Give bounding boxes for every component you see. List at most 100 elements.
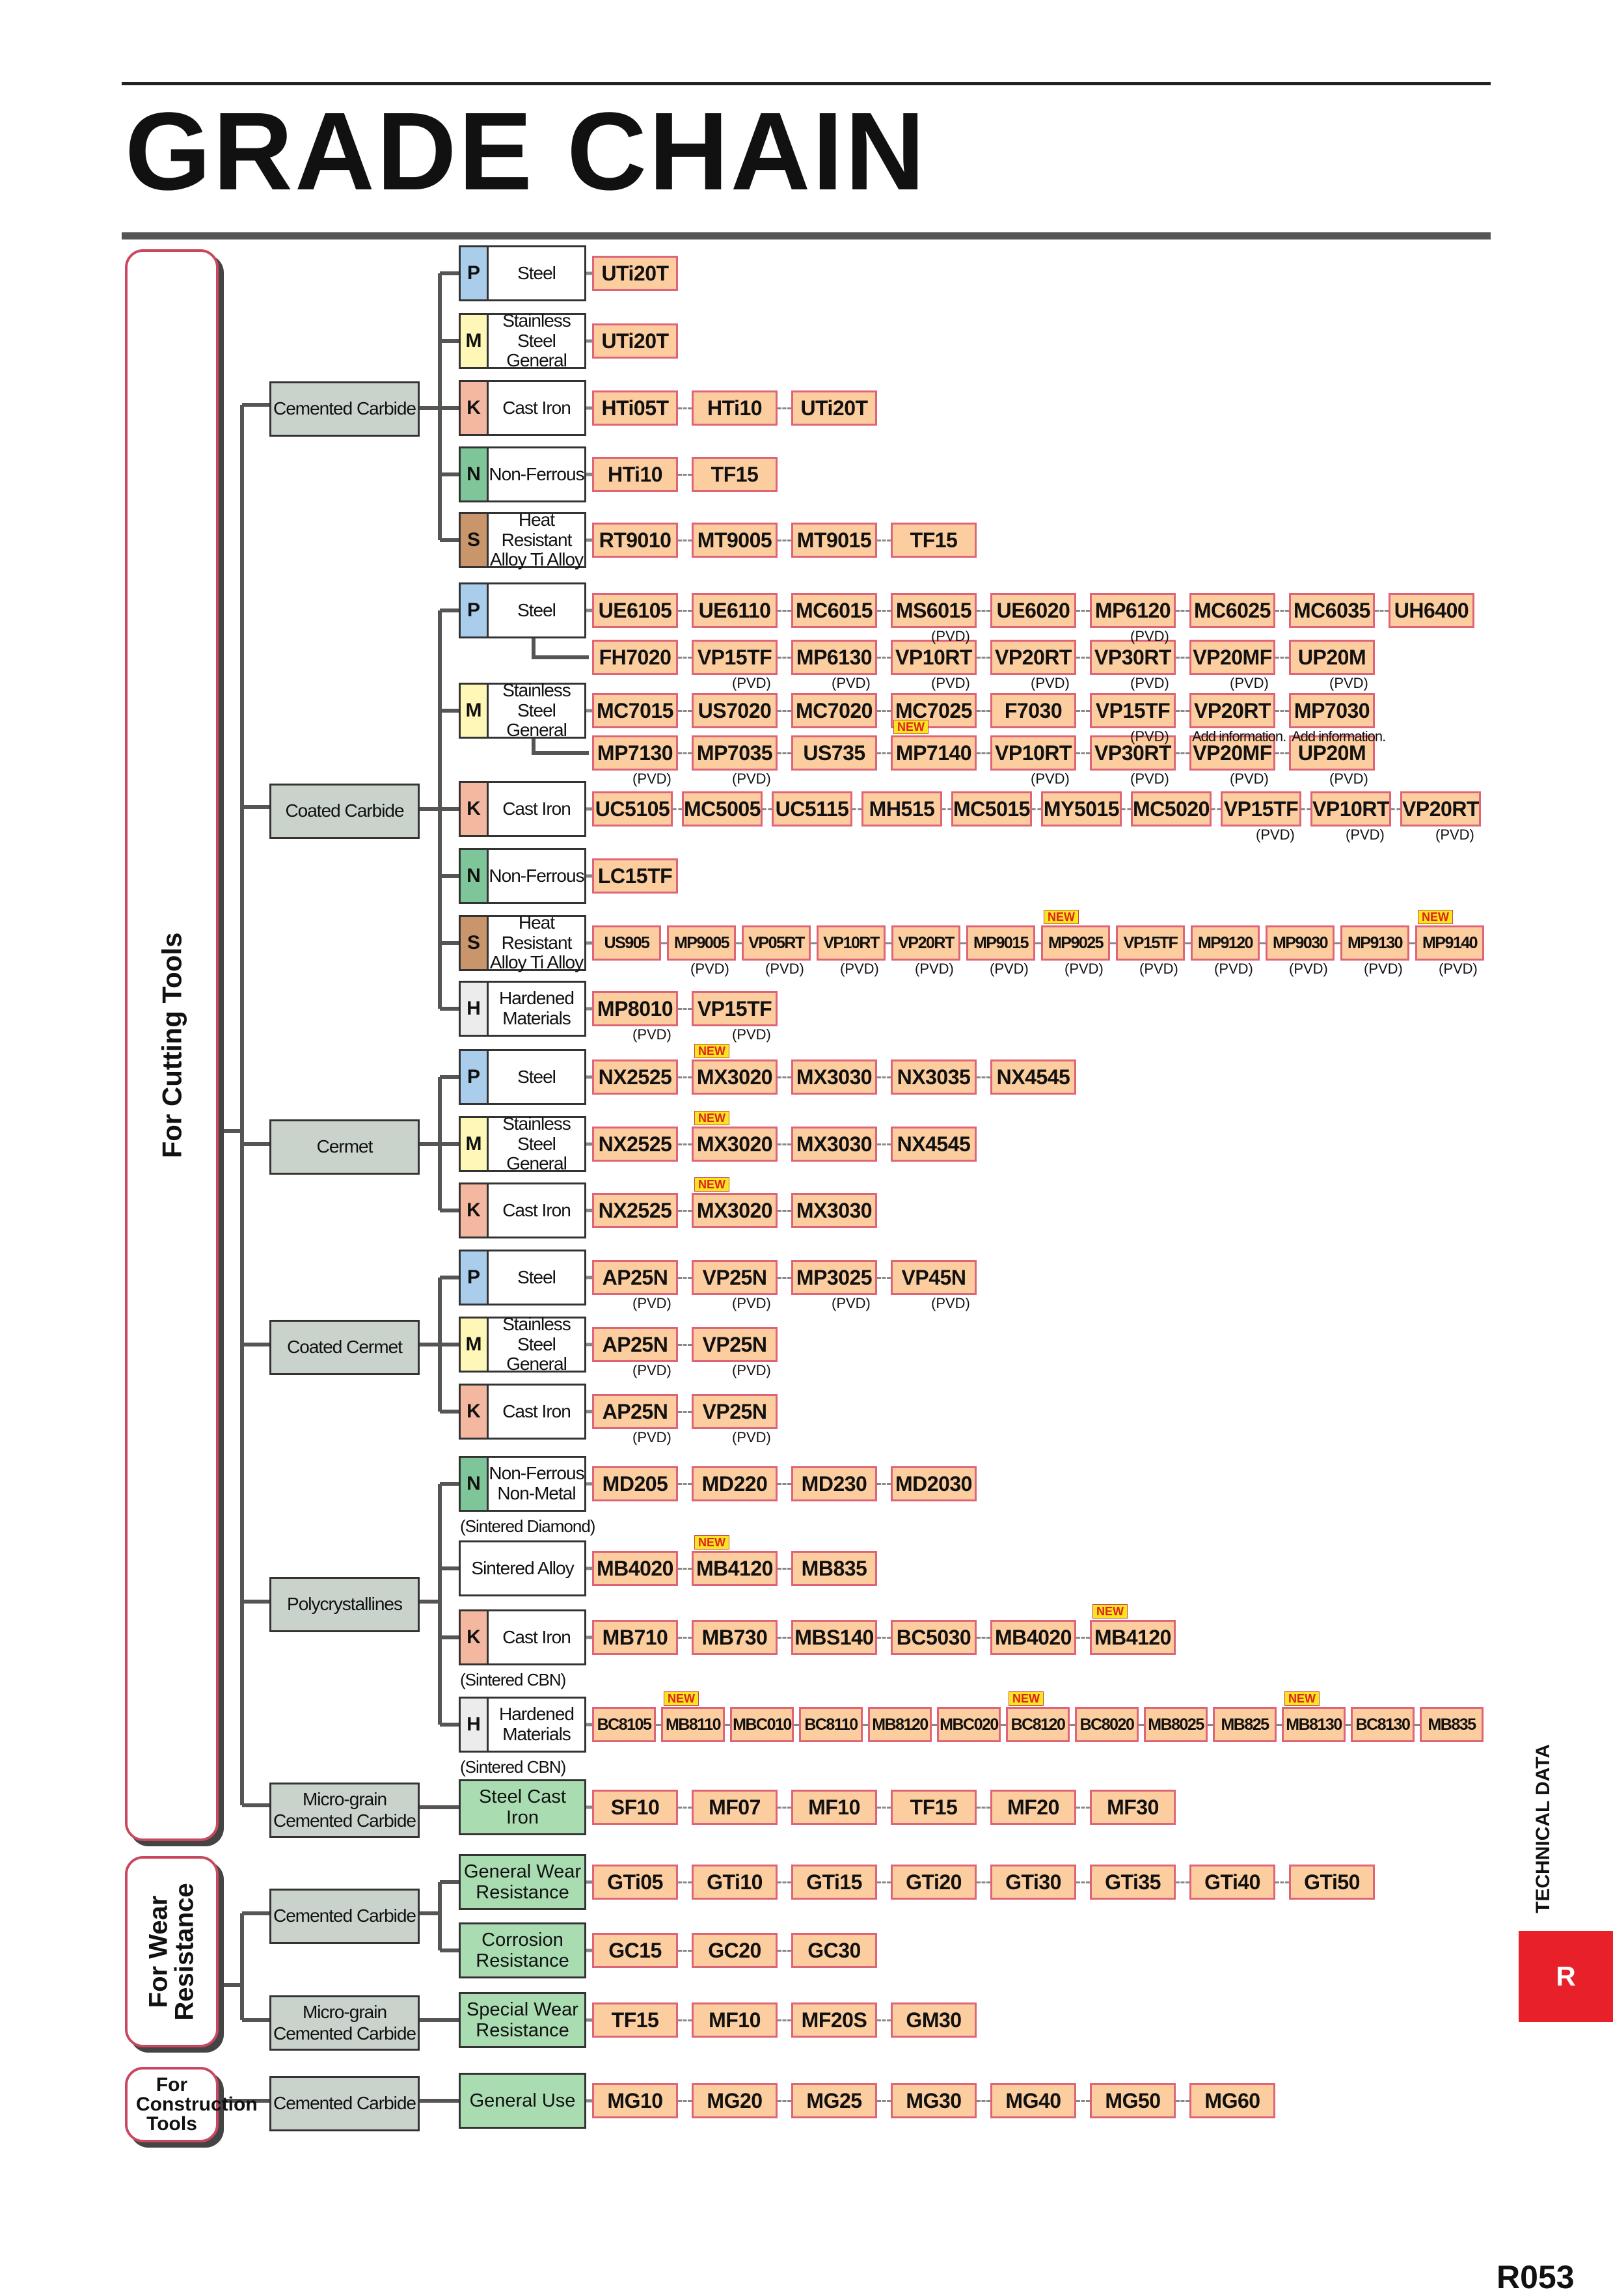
material-label-pc-n: Non-Ferrous Non-Metal [489,1463,584,1503]
grade-dash [1139,1724,1144,1728]
grade-box: VP20MF [1189,640,1275,675]
section-tab-r: R [1519,1931,1613,2022]
grade-box: MG50 [1090,2083,1176,2118]
label-sintered-cbn-h: (Sintered CBN) [460,1757,566,1777]
pvd-label: (PVD) [1329,771,1368,787]
grade-dash [877,1076,891,1080]
grade-box: GTi30 [990,1865,1076,1900]
grade-box: VP20RT [1189,693,1275,728]
grade-box: NX2525 [592,1127,678,1162]
grade-box: VP30RT [1090,735,1176,771]
grade-box: MF10 [791,1790,877,1825]
page-title: GRADE CHAIN [125,90,927,213]
material-letter-pc-k: K [461,1611,489,1663]
grade-dash [778,1637,791,1641]
grade-box: MB8130 [1282,1707,1346,1742]
material-label-pc-sa: Sintered Alloy [471,1557,574,1578]
header-rule-top [122,82,1491,85]
grade-box: MF20 [990,1790,1076,1825]
grade-dash [678,407,692,411]
new-badge: NEW [694,1535,729,1550]
grade-dash [678,2100,692,2104]
grade-box: MC7020 [791,693,877,728]
material-letter-co-k: K [461,783,489,835]
material-label-ce-p: Steel [517,1066,556,1087]
new-badge: NEW [694,1111,729,1125]
new-badge: NEW [1284,1691,1320,1706]
pvd-label: (PVD) [931,1295,970,1311]
material-letter-ce-k: K [461,1184,489,1237]
material-label-ce-k: Cast Iron [502,1199,571,1220]
grade-box: HTi10 [592,457,678,492]
category-wear-micro-grain: Micro-grain Cemented Carbide [269,1995,420,2051]
pvd-label: (PVD) [915,961,954,977]
grade-box: UE6020 [990,593,1076,628]
grade-box: UE6110 [692,593,778,628]
grade-box: FH7020 [592,640,678,675]
grade-box: US735 [791,735,877,771]
grade-box: US7020 [692,693,778,728]
category-wear-cemented-carbide: Cemented Carbide [269,1889,420,1944]
technical-data-text: TECHNICAL DATA [1532,1744,1554,1913]
material-wr-cor: Corrosion Resistance [459,1922,586,1978]
grade-dash [877,610,891,614]
grade-dash [778,2100,791,2104]
grade-dash [1176,610,1189,614]
grade-dash [678,1568,692,1572]
material-letter-cc-s: S [461,514,489,566]
grade-dash [1176,752,1189,756]
grade-box: MF20S [791,2002,877,2038]
grade-dash [778,1881,791,1885]
pvd-label: (PVD) [1130,675,1169,691]
pvd-label: (PVD) [632,771,671,787]
material-letter-co-h: H [461,983,489,1035]
pvd-label: (PVD) [1230,771,1269,787]
pvd-label: (PVD) [732,675,771,691]
grade-box: VP15TF [692,640,778,675]
category-construction-cemented-carbide: Cemented Carbide [269,2076,420,2131]
grade-box: VP25N [692,1327,778,1362]
grade-box: MC6025 [1189,593,1275,628]
grade-dash [678,752,692,756]
grade-dash [1260,942,1266,946]
grade-box: NX4545 [891,1127,977,1162]
pvd-label: (PVD) [1214,961,1253,977]
grade-box: AP25N [592,1327,678,1362]
grade-box: MH515 [861,791,942,827]
material-letter-co-s: S [461,917,489,969]
pvd-label: (PVD) [1130,628,1169,644]
grade-dash [678,1143,692,1147]
grade-dash [977,610,990,614]
grade-box: MP7035 [692,735,778,771]
grade-dash [778,657,791,661]
grade-box: VP10RT [990,735,1076,771]
grade-box: MX3030 [791,1193,877,1228]
material-ct: General Use [459,2073,586,2129]
grade-dash [877,1807,891,1811]
pvd-label: (PVD) [1439,961,1478,977]
category-cemented-carbide: Cemented Carbide [269,381,420,437]
pvd-label: (PVD) [1130,728,1169,745]
grade-box: BC8105 [592,1707,656,1742]
grade-box: MBC010 [730,1707,794,1742]
grade-dash [678,540,692,543]
grade-box: NX2525 [592,1059,678,1095]
grade-box: MB4120 [692,1551,778,1586]
category-coated-carbide: Coated Carbide [269,784,420,839]
pvd-label: (PVD) [732,1362,771,1378]
grade-box: LC15TF [592,858,678,894]
grade-dash [977,2100,990,2104]
grade-box: AP25N [592,1394,678,1429]
grade-box: US905 [592,925,661,961]
material-label-co-h: Hardened Materials [499,988,575,1028]
grade-box: MB8025 [1144,1707,1208,1742]
material-label-cc-s: Heat Resistant Alloy Ti Alloy [489,509,584,570]
grade-dash [1275,610,1289,614]
